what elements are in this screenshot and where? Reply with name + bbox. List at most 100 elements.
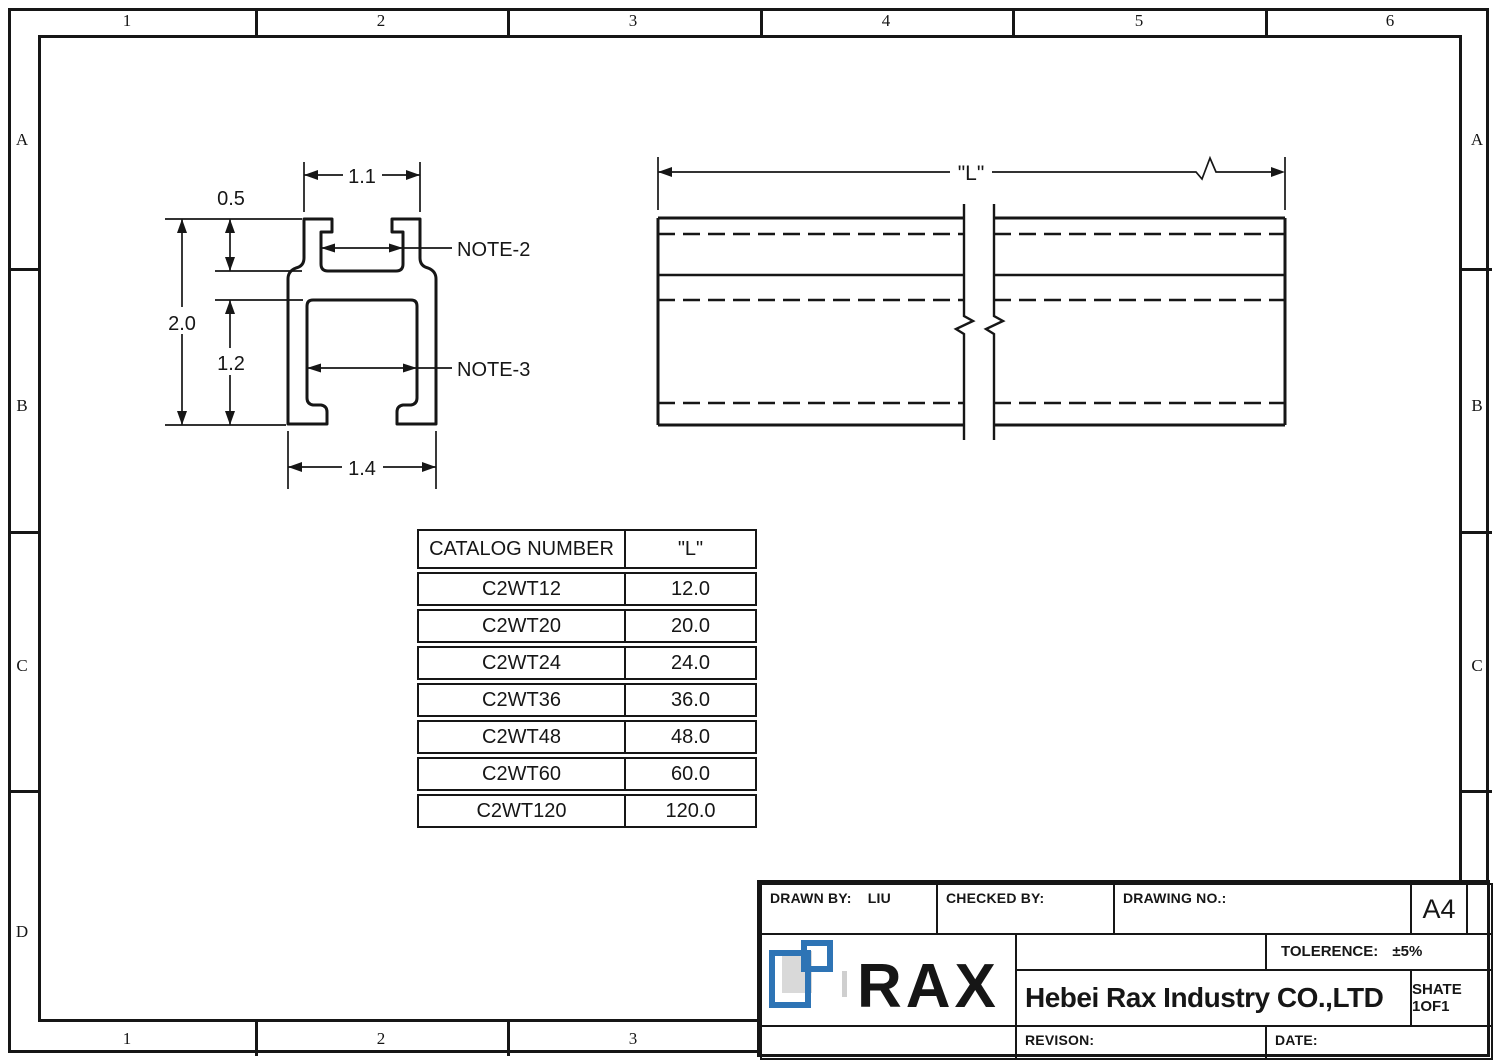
table-cell: C2WT60	[417, 757, 626, 791]
zone-ref-tick	[507, 1022, 510, 1056]
catalog-table-header-row: CATALOG NUMBER "L"	[417, 529, 757, 569]
tolerance-label: TOLERENCE:	[1281, 943, 1379, 960]
table-cell: C2WT12	[417, 572, 626, 606]
table-cell: 24.0	[626, 646, 757, 680]
dim-top-width: 1.1	[304, 163, 420, 188]
zone-ref-label: C	[16, 656, 28, 675]
revision-cell: REVISON:	[1015, 1025, 1267, 1060]
sheet-number-cell: SHATE 1OF1	[1410, 969, 1493, 1027]
revision-label: REVISON:	[1025, 1032, 1095, 1048]
table-cell: 36.0	[626, 683, 757, 717]
zone-ref-label: 5	[1134, 11, 1144, 30]
drawn-by-cell: DRAWN BY: LIU	[760, 883, 938, 935]
paper-size-value: A4	[1422, 893, 1456, 924]
zone-ref-label: 1	[122, 11, 132, 30]
svg-text:NOTE-2: NOTE-2	[457, 239, 530, 261]
blank-cell-bottom	[760, 1025, 1017, 1060]
rax-logo-text: RAX	[857, 952, 1000, 1021]
break-lines	[953, 204, 1006, 440]
zone-ref-label: B	[16, 396, 28, 415]
zone-ref-label: 3	[628, 1029, 638, 1048]
svg-text:"L": "L"	[958, 162, 985, 185]
table-cell: C2WT120	[417, 794, 626, 828]
zone-ref-tick	[8, 268, 38, 271]
zone-ref-label: 2	[376, 11, 386, 30]
paper-size-cell: A4	[1410, 883, 1468, 935]
table-cell: 20.0	[626, 609, 757, 643]
svg-text:1.4: 1.4	[348, 458, 376, 480]
drawn-by-value: LIU	[867, 890, 891, 906]
zone-ref-label: 2	[376, 1029, 386, 1048]
rax-logo-icon	[769, 940, 847, 1008]
zone-ref-tick	[255, 8, 258, 35]
zone-ref-label: 6	[1385, 11, 1395, 30]
title-block: DRAWN BY: LIU CHECKED BY: DRAWING NO.: A…	[757, 880, 1493, 1060]
tolerance-cell: TOLERENCE: ±5%	[1265, 933, 1493, 971]
table-cell: C2WT48	[417, 720, 626, 754]
dim-cavity-height: 1.2	[211, 300, 251, 425]
date-label: DATE:	[1275, 1032, 1318, 1048]
length-header: "L"	[626, 529, 757, 569]
company-cell: Hebei Rax Industry CO.,LTD	[1015, 969, 1412, 1027]
drawing-no-cell: DRAWING NO.:	[1113, 883, 1412, 935]
sheet-border-outer	[8, 8, 1489, 1053]
zone-ref-label: A	[15, 130, 29, 149]
dim-top-height: 0.5	[217, 188, 245, 271]
dim-total-height: 2.0	[162, 219, 202, 425]
svg-text:NOTE-3: NOTE-3	[457, 359, 530, 381]
sheet-border-inner	[38, 35, 1462, 1022]
drawn-by-label: DRAWN BY:	[770, 890, 852, 906]
zone-ref-tick	[8, 531, 38, 534]
note3-callout: NOTE-3	[307, 359, 530, 381]
svg-text:2.0: 2.0	[168, 313, 196, 335]
checked-by-label: CHECKED BY:	[946, 890, 1045, 906]
zone-ref-tick	[1012, 8, 1015, 35]
blank-cell	[1015, 933, 1267, 971]
zone-ref-label: B	[1471, 396, 1483, 415]
table-cell: 60.0	[626, 757, 757, 791]
spare-cell	[1466, 883, 1493, 935]
profile-outline	[286, 217, 438, 426]
length-view-outline	[656, 216, 1287, 427]
zone-ref-label: 4	[881, 11, 891, 30]
zone-ref-label: A	[1470, 130, 1484, 149]
sheet-number-value: SHATE 1OF1	[1412, 981, 1462, 1015]
profile-length-view: "L"	[656, 155, 1287, 440]
zone-ref-tick	[760, 8, 763, 35]
table-cell: C2WT20	[417, 609, 626, 643]
hidden-lines	[658, 232, 1285, 405]
dim-length: "L"	[657, 155, 1286, 210]
company-name: Hebei Rax Industry CO.,LTD	[1025, 982, 1384, 1013]
zone-ref-tick	[255, 1022, 258, 1056]
svg-text:0.5: 0.5	[217, 188, 245, 210]
date-cell: DATE:	[1265, 1025, 1493, 1060]
tolerance-value: ±5%	[1392, 943, 1423, 960]
profile-section-view: 1.1 0.5 2.0 1.	[162, 162, 530, 489]
zone-ref-tick	[1462, 790, 1492, 793]
rax-logo: RAX	[769, 940, 1000, 1021]
zone-ref-tick	[1462, 531, 1492, 534]
note2-callout: NOTE-2	[321, 239, 530, 261]
drawing-no-label: DRAWING NO.:	[1123, 890, 1227, 906]
zone-ref-label: 3	[628, 11, 638, 30]
svg-text:1.1: 1.1	[348, 166, 376, 188]
zone-ref-label: D	[15, 922, 29, 941]
table-cell: 120.0	[626, 794, 757, 828]
zone-ref-tick	[1265, 8, 1268, 35]
table-cell: C2WT24	[417, 646, 626, 680]
zone-ref-label: C	[1471, 656, 1483, 675]
table-cell: 12.0	[626, 572, 757, 606]
dim-bottom-width: 1.4	[288, 455, 436, 480]
zone-ref-tick	[1462, 268, 1492, 271]
zone-ref-tick	[8, 790, 38, 793]
table-cell: 48.0	[626, 720, 757, 754]
